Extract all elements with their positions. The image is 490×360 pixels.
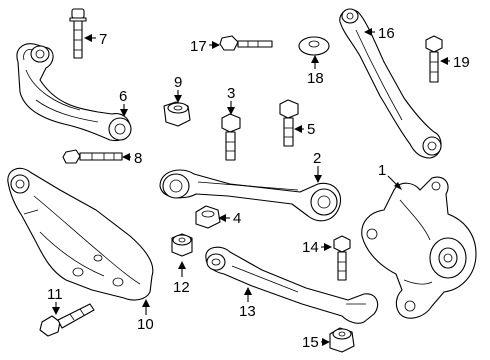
callout-11: 11 [47, 286, 63, 315]
callout-1: 1 [378, 162, 402, 190]
bolt-8 [62, 149, 123, 164]
callout-5: 5 [294, 121, 315, 138]
bolt-19 [425, 35, 443, 83]
nut-12 [171, 233, 193, 257]
callout-label-11: 11 [47, 286, 63, 303]
callout-label-10: 10 [137, 316, 154, 333]
callout-label-2: 2 [313, 150, 321, 167]
callout-label-1: 1 [378, 162, 386, 179]
callout-label-3: 3 [227, 85, 235, 102]
nut-15 [329, 327, 355, 353]
bolt-3 [221, 113, 241, 161]
callout-8: 8 [122, 150, 142, 167]
callout-13: 13 [239, 287, 256, 320]
knuckle-1 [361, 176, 477, 319]
bolt-17 [219, 35, 273, 51]
callout-label-4: 4 [233, 210, 241, 227]
lower-link-13 [205, 246, 379, 324]
bolt-7 [69, 8, 87, 59]
callout-label-18: 18 [307, 70, 324, 87]
callout-label-7: 7 [99, 31, 107, 48]
washer-18 [298, 36, 330, 56]
callout-label-15: 15 [302, 334, 319, 351]
callout-12: 12 [173, 261, 190, 296]
callout-label-8: 8 [134, 150, 142, 167]
callout-4: 4 [218, 210, 241, 227]
callout-label-19: 19 [453, 54, 470, 71]
callout-16: 16 [364, 25, 395, 42]
callout-label-17: 17 [190, 38, 207, 55]
callout-7: 7 [84, 31, 107, 48]
callout-6: 6 [119, 88, 128, 117]
bolt-14 [333, 235, 351, 281]
upper-control-arm [16, 43, 132, 142]
callout-label-6: 6 [119, 88, 127, 105]
callout-label-13: 13 [239, 303, 256, 320]
nut-9 [163, 101, 191, 127]
callout-18: 18 [307, 55, 324, 87]
lateral-link-2 [159, 169, 342, 222]
callout-2: 2 [313, 150, 322, 183]
callout-label-5: 5 [307, 121, 315, 138]
callout-10: 10 [137, 299, 154, 333]
callout-3: 3 [227, 85, 235, 115]
callout-9: 9 [174, 74, 182, 103]
callout-15: 15 [302, 334, 330, 351]
callout-14: 14 [302, 239, 332, 256]
bolt-5 [279, 99, 299, 147]
nut-4 [195, 205, 221, 229]
bolt-11 [39, 303, 95, 337]
callout-label-9: 9 [174, 74, 182, 91]
callout-label-16: 16 [378, 25, 395, 42]
callout-label-12: 12 [173, 279, 190, 296]
callout-label-14: 14 [302, 239, 319, 256]
trailing-arm-16 [339, 8, 442, 159]
lower-control-arm-10 [7, 167, 154, 301]
callout-17: 17 [190, 38, 220, 55]
callout-19: 19 [440, 54, 470, 71]
